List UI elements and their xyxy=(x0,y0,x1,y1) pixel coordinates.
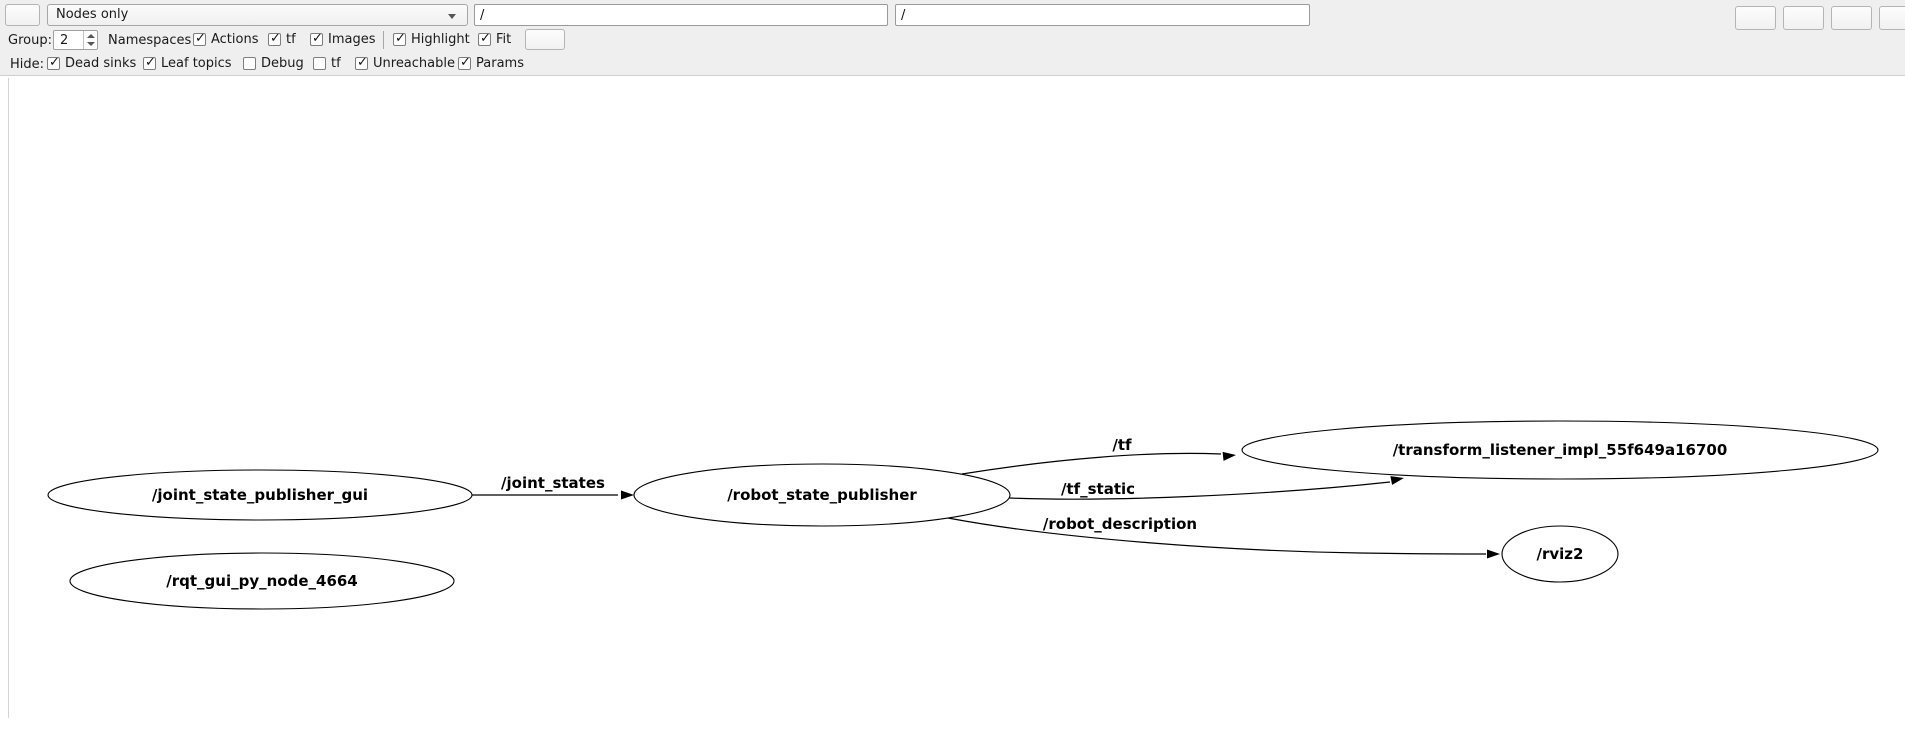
checkbox-icon: ✓ xyxy=(243,57,256,70)
toolbar-button-3[interactable] xyxy=(1831,6,1872,30)
checkbox-icon: ✓ xyxy=(478,31,491,46)
graph-node-rviz2: /rviz2 xyxy=(1501,525,1619,583)
arrowhead-icon xyxy=(1487,549,1500,559)
node-label: /joint_state_publisher_gui xyxy=(152,486,368,504)
edge-label: /tf xyxy=(1112,436,1132,454)
topic-filter-input[interactable] xyxy=(895,4,1310,26)
group-label: Group: xyxy=(8,33,52,48)
checkbox-icon: ✓ xyxy=(310,31,323,46)
toolbar-button-1[interactable] xyxy=(1735,6,1776,30)
graph-type-select[interactable]: Nodes only xyxy=(47,4,468,26)
graph-node-rqt_gui_py_node_4664: /rqt_gui_py_node_4664 xyxy=(69,552,455,610)
checkbox-icon: ✓ xyxy=(393,31,406,46)
graph-node-transform_listener: /transform_listener_impl_55f649a16700 xyxy=(1241,420,1879,480)
node-label: /rviz2 xyxy=(1537,545,1584,563)
node-label: /rqt_gui_py_node_4664 xyxy=(166,572,358,590)
hide-label: Hide: xyxy=(10,57,45,72)
spin-up-icon[interactable] xyxy=(87,34,95,38)
chevron-down-icon xyxy=(448,14,456,19)
graph-node-robot_state_publisher: /robot_state_publisher xyxy=(633,463,1011,527)
toolbar-separator xyxy=(383,31,384,49)
toolbar: Nodes only Group: 2 Namespaces ✓ Actions… xyxy=(0,0,1905,75)
canvas-frame-border xyxy=(8,78,9,718)
graph-node-joint_state_publisher_gui: /joint_state_publisher_gui xyxy=(47,469,473,521)
edge-label: /joint_states xyxy=(501,474,605,492)
graph-type-value: Nodes only xyxy=(56,7,129,22)
spin-down-icon[interactable] xyxy=(87,42,95,46)
edge-label: /robot_description xyxy=(1043,515,1197,533)
refresh-button[interactable] xyxy=(5,4,40,26)
arrowhead-icon xyxy=(621,490,634,500)
checkbox-icon: ✓ xyxy=(313,57,326,70)
group-spinbox[interactable]: 2 xyxy=(53,30,98,50)
group-spinbox-value: 2 xyxy=(60,33,69,48)
toolbar-button-2[interactable] xyxy=(1783,6,1824,30)
node-label: /transform_listener_impl_55f649a16700 xyxy=(1393,441,1728,459)
checkbox-icon: ✓ xyxy=(47,55,60,70)
checkbox-icon: ✓ xyxy=(193,31,206,46)
checkbox-icon: ✓ xyxy=(268,31,281,46)
checkbox-icon: ✓ xyxy=(143,55,156,70)
fit-view-button[interactable] xyxy=(525,29,565,50)
arrowhead-icon xyxy=(1222,451,1236,461)
graph-canvas[interactable]: /joint_states/tf/tf_static/robot_descrip… xyxy=(0,75,1905,731)
graph-edge-robot_description: /robot_description xyxy=(947,515,1500,559)
edge-label: /tf_static xyxy=(1061,480,1135,498)
graph-edge-tf: /tf xyxy=(961,436,1236,475)
node-graph: /joint_states/tf/tf_static/robot_descrip… xyxy=(47,420,1879,610)
graph-edge-tf_static: /tf_static xyxy=(1008,476,1404,500)
checkbox-icon: ✓ xyxy=(458,55,471,70)
namespaces-label: Namespaces xyxy=(108,33,192,48)
graph-edge-joint_states: /joint_states xyxy=(472,474,634,500)
toolbar-button-4[interactable] xyxy=(1879,6,1905,30)
node-label: /robot_state_publisher xyxy=(727,486,917,504)
checkbox-icon: ✓ xyxy=(355,55,368,70)
node-filter-input[interactable] xyxy=(474,4,888,26)
arrowhead-icon xyxy=(1390,476,1404,485)
